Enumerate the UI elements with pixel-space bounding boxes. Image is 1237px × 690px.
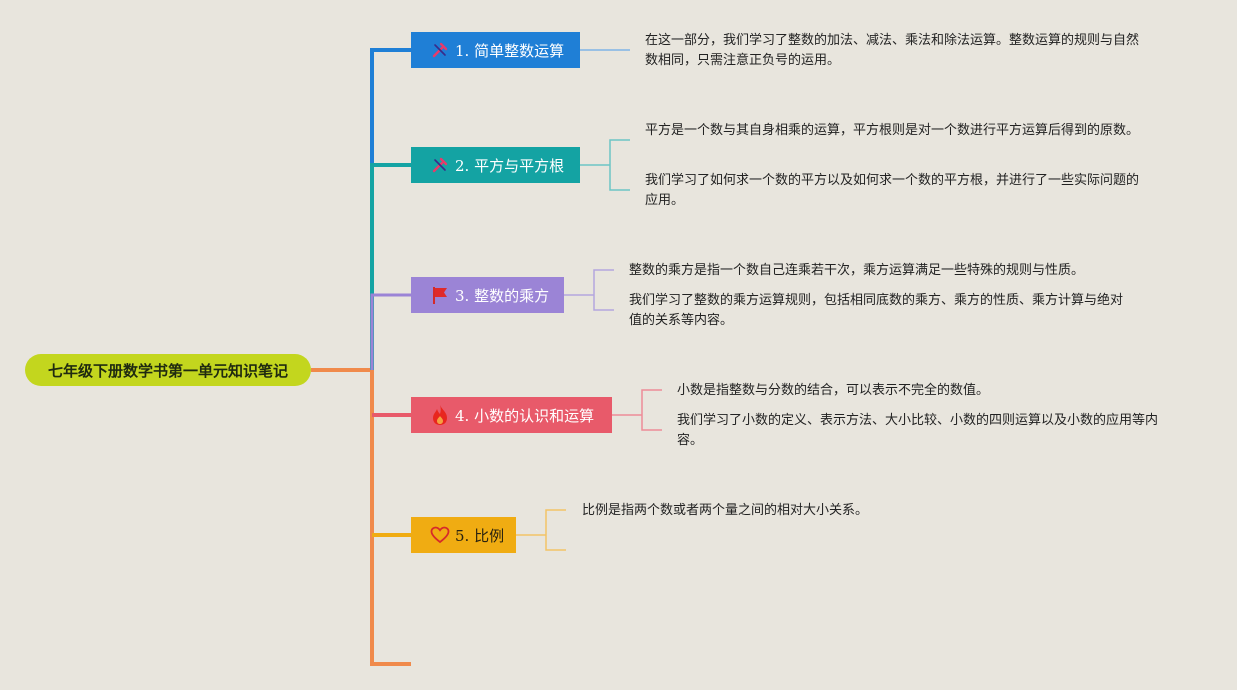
root-node[interactable]: 七年级下册数学书第一单元知识笔记 [25, 354, 311, 386]
topic-label: 3. 整数的乘方 [455, 286, 550, 305]
note-4-1: 小数是指整数与分数的结合，可以表示不完全的数值。 [677, 383, 990, 398]
note-5-1: 比例是指两个数或者两个量之间的相对大小关系。 [582, 503, 869, 518]
note-2-1: 平方是一个数与其自身相乘的运算，平方根则是对一个数进行平方运算后得到的原数。 [645, 123, 1140, 138]
tools-icon [429, 154, 451, 176]
note-4-2: 我们学习了小数的定义、表示方法、大小比较、小数的四则运算以及小数的应用等内容。 [677, 413, 1159, 448]
topic-label: 5. 比例 [455, 526, 505, 545]
tools-icon [429, 39, 451, 61]
topic-node-4[interactable]: 4. 小数的认识和运算 [411, 397, 612, 433]
topic-node-3[interactable]: 3. 整数的乘方 [411, 277, 564, 313]
note-1-1: 在这一部分，我们学习了整数的加法、减法、乘法和除法运算。整数运算的规则与自然数相… [645, 33, 1140, 68]
fire-icon [429, 404, 451, 426]
root-label: 七年级下册数学书第一单元知识笔记 [47, 361, 288, 380]
topic-label: 1. 简单整数运算 [455, 41, 565, 60]
topic-node-5[interactable]: 5. 比例 [411, 517, 516, 553]
topic-node-2[interactable]: 2. 平方与平方根 [411, 147, 580, 183]
note-2-2: 我们学习了如何求一个数的平方以及如何求一个数的平方根，并进行了一些实际问题的应用… [645, 173, 1140, 208]
topic-label: 2. 平方与平方根 [455, 156, 565, 175]
note-3-2: 我们学习了整数的乘方运算规则，包括相同底数的乘方、乘方的性质、乘方计算与绝对值的… [629, 293, 1124, 328]
note-3-1: 整数的乘方是指一个数自己连乘若干次，乘方运算满足一些特殊的规则与性质。 [629, 263, 1085, 278]
topic-label: 4. 小数的认识和运算 [455, 406, 595, 425]
topic-node-1[interactable]: 1. 简单整数运算 [411, 32, 580, 68]
heart-icon [429, 524, 451, 546]
flag-icon [429, 284, 451, 306]
